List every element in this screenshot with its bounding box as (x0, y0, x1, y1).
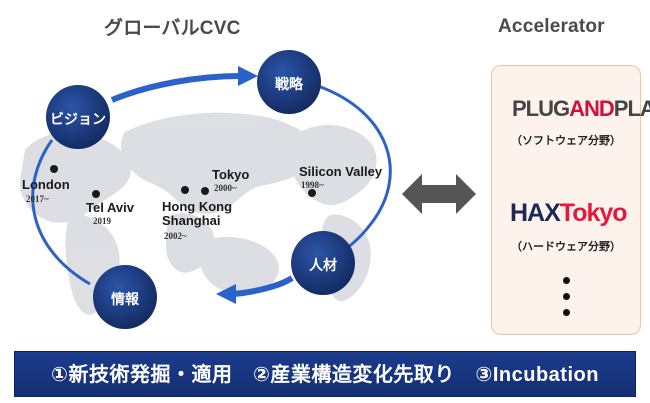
city-silicon-valley: Silicon Valley (299, 164, 383, 179)
global-cvc-title: グローバルCVC (104, 18, 241, 39)
year-london: 2017~ (26, 194, 49, 204)
plug-and-play-logo: PLUGANDPLAY (512, 96, 650, 121)
year-tokyo: 2000~ (214, 183, 237, 193)
plug-and-play-field-label: （ソフトウェア分野） (511, 135, 621, 147)
dot-tokyo (201, 187, 209, 195)
year-shanghai: 2002~ (164, 231, 187, 241)
objectives-banner: ①新技術発掘・適用 ②産業構造変化先取り ③Incubation (14, 351, 636, 397)
city-london: London (22, 177, 70, 192)
node-information-label: 情報 (111, 291, 139, 307)
node-talent-label: 人材 (309, 257, 337, 273)
city-tokyo: Tokyo (212, 167, 250, 182)
node-information (93, 265, 157, 329)
arc-information-to-vision (31, 139, 91, 286)
ellipsis-dot-1 (563, 277, 570, 284)
city-shanghai: Shanghai (162, 213, 221, 228)
node-strategy (257, 50, 321, 114)
objectives-banner-text: ①新技術発掘・適用 ②産業構造変化先取り ③Incubation (51, 364, 599, 386)
accelerator-panel: PLUGANDPLAY （ソフトウェア分野） HAXTokyo （ハードウェア分… (491, 65, 650, 335)
year-tel-aviv: 2019 (93, 216, 111, 226)
arc-vision-to-strategy (110, 73, 241, 103)
city-hong-kong: Hong Kong (162, 199, 233, 214)
city-dots (50, 165, 316, 198)
arrowhead-to-strategy (238, 66, 258, 86)
dot-tel-aviv (92, 190, 100, 198)
arc-strategy-to-talent (317, 84, 392, 256)
dot-hong-kong (181, 186, 189, 194)
arrowhead-to-information (216, 284, 236, 304)
node-talent (291, 231, 355, 295)
double-arrow-icon (402, 174, 476, 214)
cycle-arrows (31, 66, 392, 304)
node-vision-label: ビジョン (50, 111, 106, 127)
city-tel-aviv: Tel Aviv (86, 200, 134, 215)
dot-london (50, 165, 58, 173)
dot-silicon-valley (308, 189, 316, 197)
accelerator-title: Accelerator (498, 16, 605, 37)
arc-talent-to-information (233, 275, 294, 297)
hax-tokyo-field-label: （ハードウェア分野） (511, 241, 621, 253)
ellipsis-dot-3 (563, 309, 570, 316)
hax-tokyo-logo: HAXTokyo (510, 199, 628, 227)
node-vision (46, 85, 110, 149)
year-silicon-valley: 1998~ (301, 180, 324, 190)
ellipsis-dot-2 (563, 293, 570, 300)
node-strategy-label: 戦略 (275, 76, 303, 92)
